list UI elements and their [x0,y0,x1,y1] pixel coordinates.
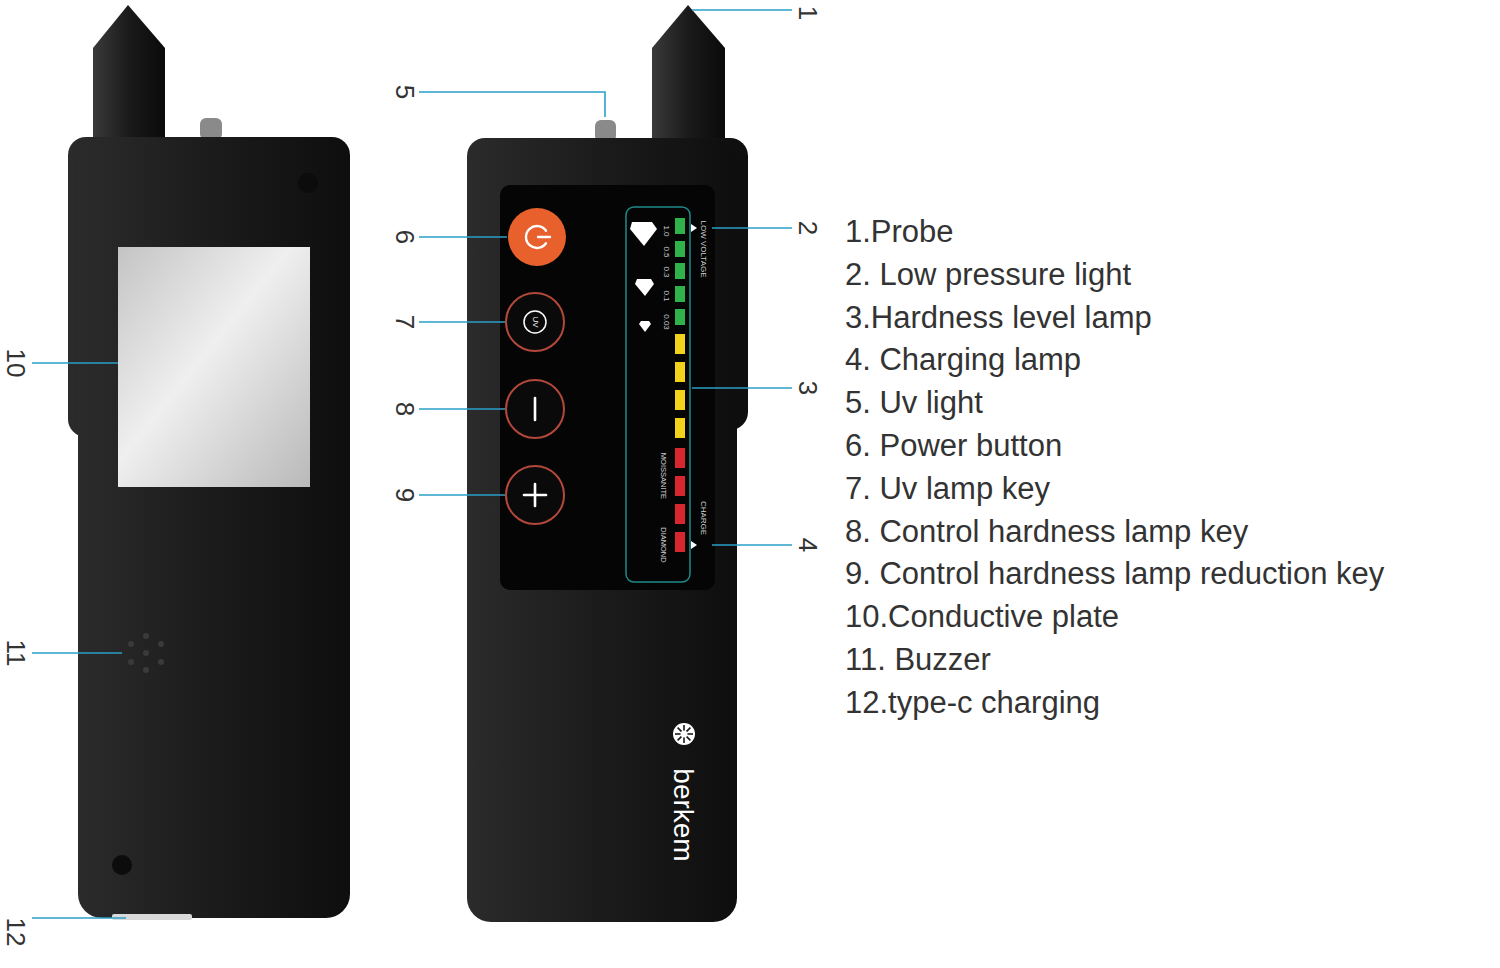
legend-item: 6. Power button [845,430,1062,461]
indicator-arrow [691,224,697,232]
legend-item: 9. Control hardness lamp reduction key [845,558,1384,589]
callout-number: 5 [392,85,418,99]
scale-value: 0.3 [662,266,670,277]
leader-line [419,408,505,410]
leader-line [419,92,605,117]
screw [298,173,318,193]
callout-number: 6 [392,230,418,244]
legend-item: 12.type-c charging [845,686,1100,717]
panel-label: LOW VOLTAGE [699,220,707,277]
leader-line [419,321,505,323]
scale-outline [626,207,690,582]
brand-logo [673,723,695,745]
type-c-port [112,914,192,920]
callout-number: 10 [3,349,29,378]
scale-value: 1.0 [662,225,670,236]
legend-item: 5. Uv light [845,387,983,418]
plus-button [506,466,564,524]
conductive-plate [118,247,310,487]
legend-item: 8. Control hardness lamp key [845,515,1248,546]
leader-lines [32,10,792,918]
uv-ring [524,311,546,333]
panel-label: MOISSANITE [659,453,667,499]
legend-item: 1.Probe [845,216,954,247]
front-view [467,5,748,922]
leader-line [419,236,507,238]
leader-line [712,227,792,229]
callout-number: 1 [795,6,821,20]
callout-number: 4 [795,538,821,552]
leader-line [32,362,118,364]
legend-item: 7. Uv lamp key [845,472,1050,503]
leader-line [32,917,126,919]
leader-line [692,9,792,11]
callout-number: 8 [392,402,418,416]
back-view [68,5,350,920]
button-label: UV [531,316,539,327]
callout-number: 2 [795,221,821,235]
callout-number: 3 [795,381,821,395]
indicator-arrow [691,541,697,549]
red-leds [675,448,685,552]
power-symbol [526,226,550,248]
legend-item: 4. Charging lamp [845,344,1081,375]
buzzer-holes [128,633,164,673]
brand-logo-center [681,731,688,738]
screw [112,855,132,875]
power-button [508,208,566,266]
green-leds [675,218,685,325]
plus-symbol [524,484,546,506]
housing [78,137,350,918]
probe [93,5,165,142]
panel-label: DIAMOND [659,527,667,562]
scale-value: 0.03 [662,314,670,330]
yellow-leds [675,334,685,438]
panel-label: CHARGE [699,501,707,535]
legend-item: 2. Low pressure light [845,258,1131,289]
legend-item: 10.Conductive plate [845,601,1119,632]
callout-number: 12 [3,918,29,947]
diamond-icons [630,222,657,332]
callout-number: 11 [3,640,29,667]
legend-item: 11. Buzzer [845,644,991,675]
callout-number: 9 [392,488,418,502]
leader-line [692,387,792,389]
brand-logo-mark [675,725,693,743]
minus-button [506,380,564,438]
callout-number: 7 [392,315,418,329]
scale-value: 0.5 [662,246,670,257]
probe [652,5,725,144]
control-panel [500,185,715,590]
leader-line [712,544,792,546]
uv-button [506,293,564,351]
legend-item: 3.Hardness level lamp [845,301,1152,332]
leader-line [419,494,505,496]
brand-name: berkem [669,768,697,861]
scale-value: 0.1 [662,290,670,301]
minus-symbol [534,398,537,420]
uv-light [200,118,222,140]
leader-line [32,652,122,654]
housing [467,140,737,922]
